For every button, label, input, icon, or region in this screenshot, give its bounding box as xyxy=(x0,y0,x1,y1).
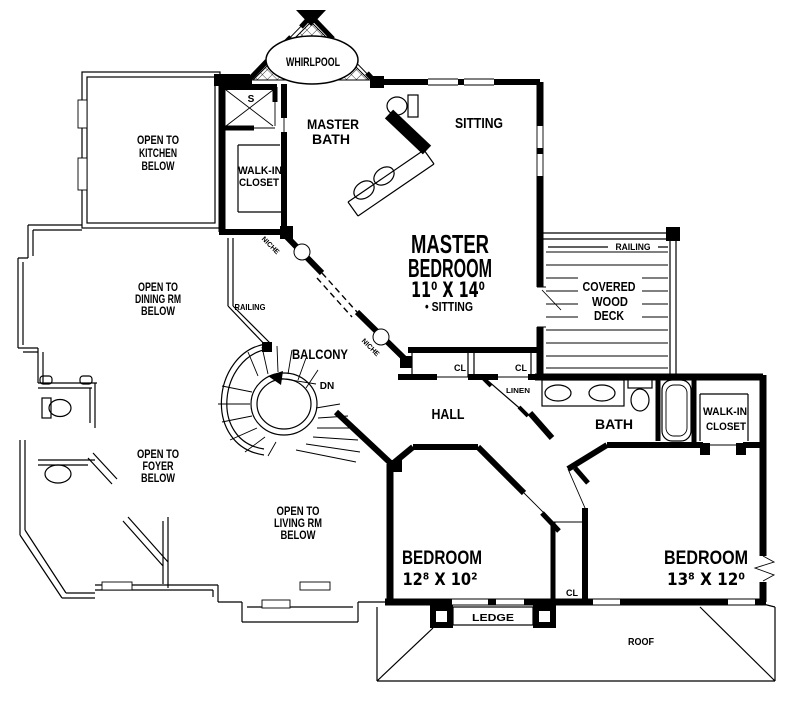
roof-label: ROOF xyxy=(628,636,654,648)
niche-arch xyxy=(372,328,390,346)
whirlpool-bay xyxy=(238,10,384,88)
closet-shelf-line xyxy=(699,393,749,441)
dn-label: DN xyxy=(320,381,334,392)
sink xyxy=(544,384,572,402)
toilet-tank xyxy=(41,397,52,419)
bedroom-2-label: BEDROOM xyxy=(664,548,748,569)
vanity-counter xyxy=(541,379,625,407)
dn-arrow-line xyxy=(277,377,317,385)
closet-2-label: CL xyxy=(515,363,527,373)
open-kitchen-label-1: OPEN TO xyxy=(137,133,179,147)
vanity-counter xyxy=(347,149,435,217)
ledge-label: LEDGE xyxy=(472,613,514,624)
toilet-tank xyxy=(627,377,653,389)
sink xyxy=(353,180,375,200)
toilet-bowl xyxy=(48,398,72,418)
kitchen-window xyxy=(77,99,88,129)
balcony-wall xyxy=(333,409,401,473)
bathtub xyxy=(661,379,692,442)
s-closet-label: S xyxy=(248,94,255,105)
closet2-label-1: WALK-IN xyxy=(703,406,747,418)
sitting-label: SITTING xyxy=(455,115,503,132)
dn-arrowhead xyxy=(268,371,283,385)
deck-railing-label: RAILING xyxy=(616,242,651,252)
bathtub-inner xyxy=(665,384,688,437)
open-foyer-label-2: FOYER xyxy=(143,459,174,473)
open-kitchen-label-3: BELOW xyxy=(142,159,175,173)
whirlpool-label: WHIRLPOOL xyxy=(286,55,340,69)
covered-wood-deck xyxy=(543,227,680,375)
ledge-box xyxy=(452,606,534,626)
open-foyer-label-3: BELOW xyxy=(141,471,176,485)
bath-label: BATH xyxy=(595,416,633,432)
balcony-label: BALCONY xyxy=(292,346,349,362)
first-floor-below-outline xyxy=(17,71,386,623)
master-bath-fixtures xyxy=(347,94,435,217)
toilet-bowl xyxy=(630,388,650,412)
stair-outer-rail xyxy=(220,343,269,456)
closet-1-label: CL xyxy=(454,363,466,373)
open-living-label-3: BELOW xyxy=(281,528,317,542)
master-bedroom-label-2: BEDROOM xyxy=(408,253,492,283)
open-living-label-2: LIVING RM xyxy=(274,516,322,530)
labels: WHIRLPOOL S MASTER BATH SITTING OPEN TO … xyxy=(135,55,748,648)
master-bedroom-dimensions: 11⁰ X 14⁰ xyxy=(411,278,485,302)
powder-room-below xyxy=(38,375,118,485)
open-living-label-1: OPEN TO xyxy=(277,504,320,518)
niche-arch xyxy=(293,243,311,261)
hall-label: HALL xyxy=(432,406,465,423)
deck-label-1: COVERED xyxy=(583,279,636,294)
closet2-label-2: CLOSET xyxy=(706,421,746,433)
sink xyxy=(588,384,616,402)
bedroom-1-dimensions: 12⁸ X 10² xyxy=(403,570,478,590)
deck-post xyxy=(666,227,680,241)
walls-master-suite xyxy=(214,74,562,380)
sink xyxy=(373,166,395,186)
linen-label: LINEN xyxy=(506,386,530,395)
kitchen-window xyxy=(77,157,88,191)
sink xyxy=(44,464,72,484)
bedroom-1-label: BEDROOM xyxy=(402,548,482,569)
master-closet-label-1: WALK-IN xyxy=(238,165,282,177)
bedroom-2-dimensions: 13⁸ X 12⁰ xyxy=(667,570,745,590)
hall-bath-fixtures xyxy=(541,377,749,442)
master-closet-label-2: CLOSET xyxy=(239,177,279,189)
master-bedroom-note: • SITTING xyxy=(425,300,473,314)
bath-angled-wall xyxy=(384,109,432,155)
walls-bedroom-wing xyxy=(385,373,776,606)
deck-label-3: DECK xyxy=(594,308,624,323)
roof-outline xyxy=(376,603,776,682)
open-dining-label-2: DINING RM xyxy=(135,292,181,306)
master-bedroom-label-1: MASTER xyxy=(411,229,489,259)
toilet-tank xyxy=(407,94,419,118)
foyer-below-wall xyxy=(122,516,169,588)
master-bath-label-1: MASTER xyxy=(307,116,359,132)
whirlpool-tub xyxy=(265,35,359,85)
open-kitchen-label-2: KITCHEN xyxy=(139,146,177,160)
master-bath-label-2: BATH xyxy=(312,131,350,147)
open-dining-label-3: BELOW xyxy=(141,304,176,318)
open-foyer-label-1: OPEN TO xyxy=(137,447,179,461)
stairs-and-railing xyxy=(218,238,402,473)
balcony-railing-label: RAILING xyxy=(235,302,266,312)
deck-label-2: WOOD xyxy=(592,294,628,309)
open-dining-label-1: OPEN TO xyxy=(138,280,178,294)
closet-3-label: CL xyxy=(566,588,578,598)
